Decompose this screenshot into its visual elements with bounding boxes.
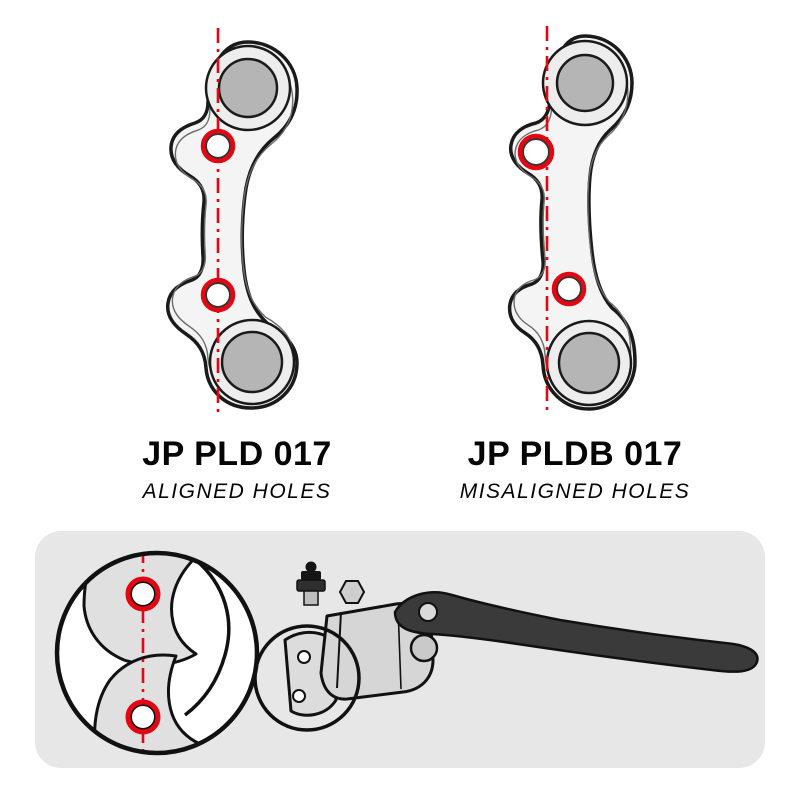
clamp-lower-hole: [292, 689, 306, 703]
body-detail-line: [336, 611, 342, 689]
top-boss: [555, 53, 615, 113]
piston-boot: [409, 633, 439, 663]
bracket-aligned-illustration: [165, 28, 299, 414]
zoomed-lower-hole-marker-icon: [125, 699, 161, 735]
zoomed-upper-hole: [130, 581, 156, 607]
misaligned-label-block: JP PLDB 017 MISALIGNED HOLES: [395, 435, 755, 504]
bottom-boss: [220, 330, 284, 394]
master-cylinder-illustration: [253, 561, 759, 732]
zoomed-lower-hole: [130, 704, 156, 730]
magnifier-detail: [54, 550, 260, 756]
bottom-boss: [557, 331, 621, 395]
lens-border-icon: [54, 550, 260, 756]
aligned-label-block: JP PLD 017 ALIGNED HOLES: [57, 435, 417, 504]
lever-pivot: [418, 602, 438, 622]
clamp-upper-hole: [297, 650, 311, 664]
product-title-misaligned: JP PLDB 017: [467, 435, 683, 473]
product-subtitle-aligned: ALIGNED HOLES: [142, 480, 332, 504]
zoomed-upper-hole-marker-icon: [125, 576, 161, 612]
lower-hole: [205, 282, 231, 308]
product-title-aligned: JP PLD 017: [142, 435, 332, 473]
zoomed-clamp-edge: [183, 558, 231, 717]
lower-hole: [556, 276, 582, 302]
hex-nut: [338, 580, 366, 604]
lower-hole-marker-icon: [551, 271, 587, 307]
product-subtitle-misaligned: MISALIGNED HOLES: [459, 480, 691, 504]
brake-lever: [393, 591, 759, 673]
upper-hole: [522, 138, 550, 166]
upper-hole-marker-icon: [200, 128, 236, 164]
top-bolt: [296, 561, 326, 606]
top-boss: [217, 57, 279, 119]
installation-panel: [35, 531, 765, 768]
upper-hole: [205, 133, 231, 159]
bracket-misaligned-illustration: [507, 26, 637, 412]
lower-hole-marker-icon: [200, 277, 236, 313]
upper-hole-marker-icon: [517, 133, 555, 171]
